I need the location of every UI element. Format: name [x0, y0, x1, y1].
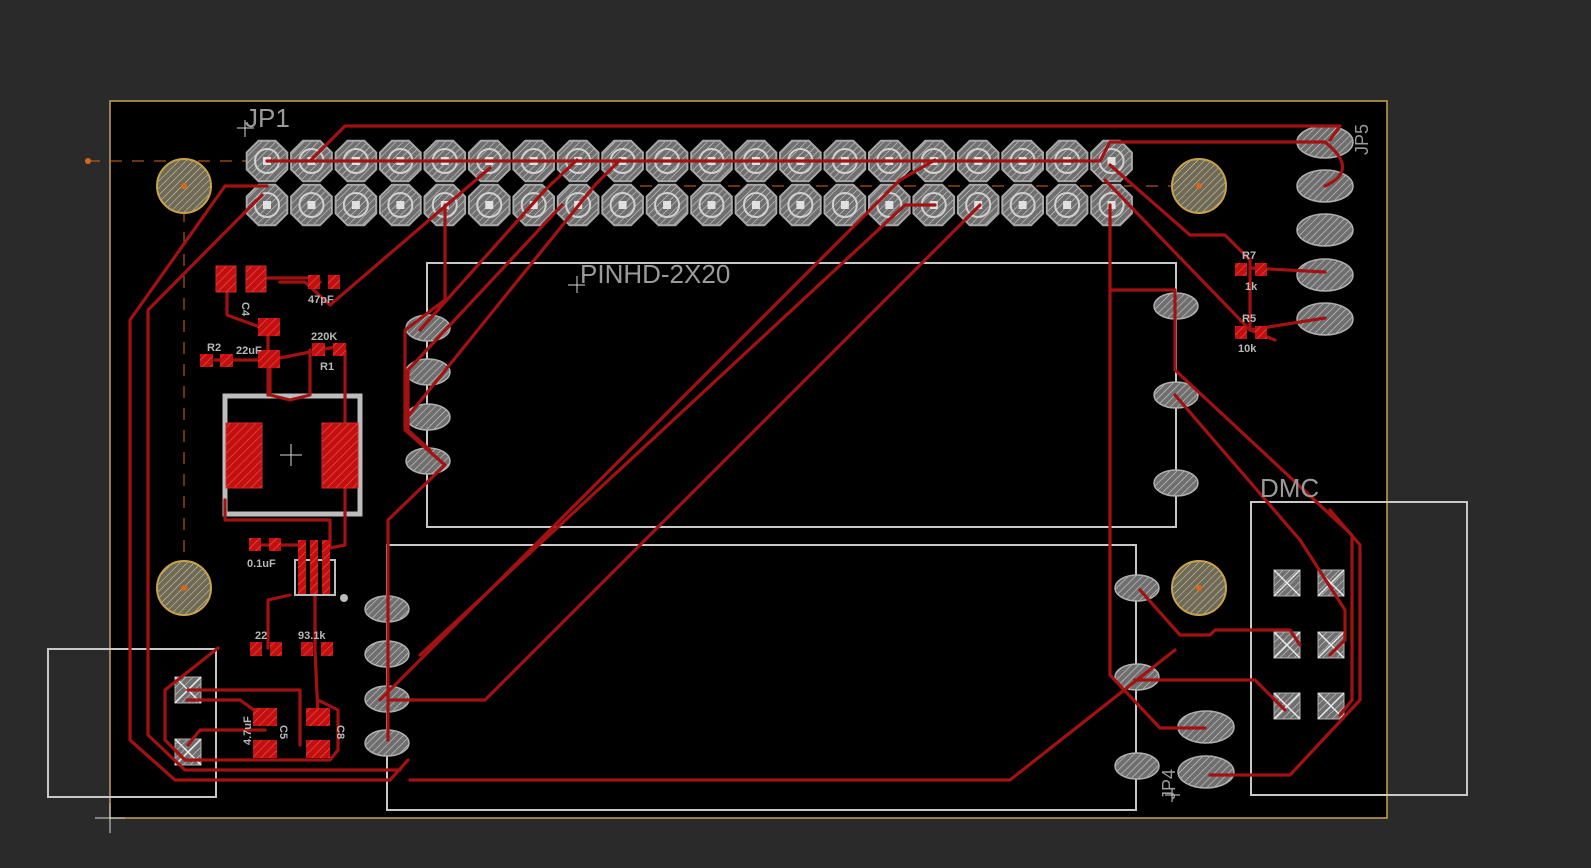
header-pin-pad[interactable] — [779, 183, 822, 227]
c5-label: C5 — [277, 725, 289, 739]
header-pin-pad[interactable] — [1001, 183, 1044, 227]
square-pad[interactable] — [1273, 569, 1301, 597]
header-pin-pad[interactable] — [645, 183, 689, 227]
crosshair-icon — [95, 120, 1180, 833]
c47uf-label: 4.7uF — [242, 716, 254, 745]
regulator-outline[interactable] — [222, 393, 363, 517]
r1k-label: 1k — [1245, 281, 1258, 293]
mounting-hole-icon[interactable] — [1171, 158, 1227, 214]
header-pin-pad[interactable] — [1090, 139, 1133, 183]
oval-pad[interactable] — [1114, 752, 1160, 780]
header-pin-pad[interactable] — [823, 183, 867, 227]
header-pin-pad[interactable] — [290, 183, 333, 227]
dmc-label: DMC — [1260, 473, 1319, 503]
header-pin-pad[interactable] — [601, 183, 644, 227]
jp4-label: JP4 — [1159, 769, 1179, 800]
dimension-lines — [88, 160, 1180, 560]
mounting-hole-icon[interactable] — [156, 158, 212, 214]
r7-label: R7 — [1242, 250, 1256, 262]
smd-components[interactable] — [200, 263, 1267, 758]
square-pad[interactable] — [1273, 692, 1301, 720]
header-pin-pad[interactable] — [690, 183, 733, 227]
usb-connector-outline[interactable] — [47, 648, 217, 798]
oval-pad[interactable] — [1296, 258, 1354, 292]
header-pin-pad[interactable] — [245, 183, 289, 227]
mounting-hole-icon[interactable] — [156, 560, 212, 616]
r1-label: R1 — [320, 361, 334, 373]
r220k-label: 220K — [311, 331, 337, 343]
jp1-label: JP1 — [245, 103, 290, 133]
r22-label: 22 — [255, 630, 267, 642]
header-pin-pad[interactable] — [1045, 183, 1089, 227]
square-pad[interactable] — [1273, 631, 1301, 659]
header-pin-pad[interactable] — [868, 183, 911, 227]
c4-label: C4 — [239, 302, 251, 317]
oval-pad[interactable] — [1177, 755, 1235, 789]
oval-pad[interactable] — [1296, 213, 1354, 247]
mounting-hole-icon[interactable] — [1171, 560, 1227, 616]
c47pf-label: 47pF — [308, 294, 334, 306]
oval-pad[interactable] — [405, 403, 451, 431]
c22uf-label: 22uF — [236, 345, 262, 357]
dimension-marker — [85, 158, 91, 164]
header-pin-pad[interactable] — [467, 183, 511, 227]
r931k-label: 93.1k — [298, 630, 326, 642]
r2-label: R2 — [207, 342, 221, 354]
header-pin-pad[interactable] — [379, 183, 422, 227]
pinhd-label: PINHD-2X20 — [580, 259, 730, 289]
oval-pad[interactable] — [1153, 469, 1199, 497]
copper-traces[interactable] — [128, 124, 1362, 782]
header-pin-pad[interactable] — [334, 183, 378, 227]
dmc-connector-outline[interactable] — [1250, 501, 1468, 796]
jp5-label: JP5 — [1352, 124, 1372, 155]
c8-label: C8 — [334, 725, 346, 739]
r10k-label: 10k — [1238, 343, 1257, 355]
header-pin-pad[interactable] — [734, 183, 778, 227]
r5-label: R5 — [1242, 313, 1256, 325]
c01uf-label: 0.1uF — [247, 558, 276, 570]
oval-pad[interactable] — [1114, 574, 1160, 602]
